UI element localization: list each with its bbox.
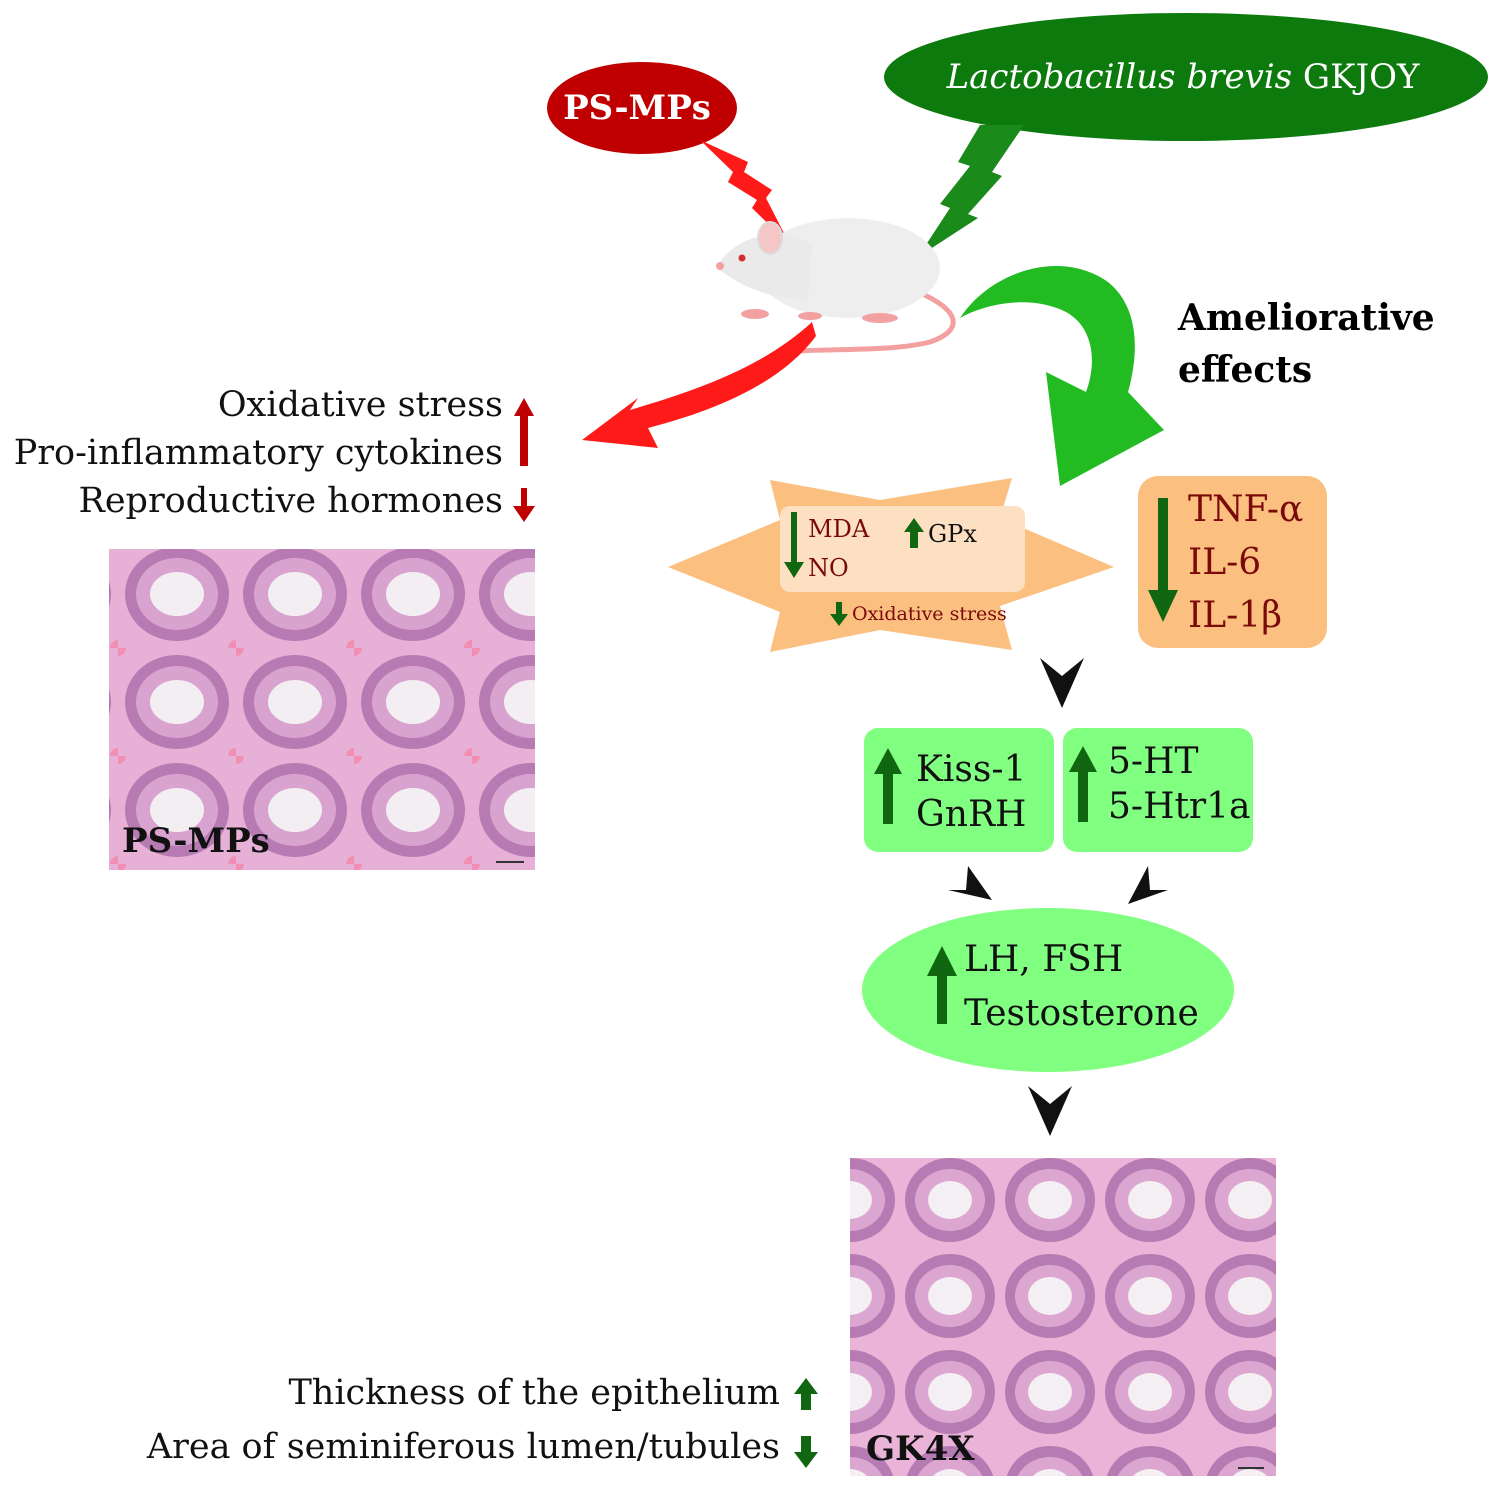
probiotic-lightning-icon [918,125,1024,257]
toxin-effect-oxidative: Oxidative stress [218,385,503,425]
arrowhead-to-signaling [1040,658,1084,708]
cytokine-il6: IL-6 [1188,542,1261,583]
histology-label-treated: GK4X [866,1429,975,1469]
outcomes-list: Thickness of the epithelium Area of semi… [146,1373,818,1468]
serotonin-label: 5-HT [1108,741,1198,782]
kiss-up-arrow-icon [874,748,902,824]
outcome-up-arrow-icon [794,1378,818,1410]
cytokine-down-arrow-icon [1148,498,1178,622]
testosterone-label: Testosterone [964,993,1199,1034]
mda-label: MDA [808,515,870,543]
arrowhead-serotonin-to-hormones [1128,866,1168,904]
rat-icon [716,218,956,355]
toxin-effects-list: Oxidative stress Pro-inflammatory cytoki… [14,385,535,522]
ameliorative-arrow [960,265,1164,486]
serotonin-up-arrow-icon [1069,746,1097,822]
histology-label-toxin: PS-MPs [122,821,270,861]
htr1a-label: 5-Htr1a [1108,786,1251,827]
arrowhead-to-histology [1028,1086,1072,1136]
outcome-epithelium: Thickness of the epithelium [288,1373,780,1413]
toxin-effect-hormones: Reproductive hormones [78,481,503,521]
ameliorative-title-line2: effects [1178,349,1312,391]
outcome-down-arrow-icon [794,1436,818,1468]
cytokine-box: TNF-α IL-6 IL-1β [1138,476,1327,648]
gpx-up-arrow-icon [904,518,924,548]
ameliorative-title-line1: Ameliorative [1177,297,1435,339]
oxidative-down-arrow-icon [830,602,848,626]
outcome-lumen: Area of seminiferous lumen/tubules [146,1427,780,1467]
oxidative-caption: Oxidative stress [852,603,1007,625]
probiotic-label: Lactobacillus brevis GKJOY [946,57,1420,97]
cytokine-il1b: IL-1β [1188,595,1282,636]
toxin-effect-arrow [582,322,816,448]
gpx-label: GPx [928,520,977,548]
probiotic-species: Lactobacillus brevis [946,57,1293,97]
histology-image-toxin: PS-MPs [109,549,535,870]
kiss-gnrh-box: Kiss-1 GnRH [864,728,1054,852]
probiotic-bubble: Lactobacillus brevis GKJOY [884,13,1488,141]
oxidative-stress-box: MDA NO GPx Oxidative stress [668,478,1114,652]
no-label: NO [808,554,849,582]
lh-fsh-label: LH, FSH [964,939,1123,980]
kiss-label: Kiss-1 [916,749,1026,790]
toxin-effect-cytokines: Pro-inflammatory cytokines [14,433,503,473]
arrowhead-kiss-to-hormones [948,866,992,900]
toxin-lightning-icon [700,140,790,245]
gnrh-label: GnRH [916,794,1026,835]
toxin-label: PS-MPs [563,88,711,128]
cytokine-tnf: TNF-α [1188,489,1303,530]
toxin-up-arrow-icon [514,398,534,466]
probiotic-strain: GKJOY [1303,57,1420,97]
toxin-bubble: PS-MPs [547,62,737,154]
toxin-down-arrow-icon [513,488,535,522]
mda-no-down-arrow-icon [784,512,804,578]
hormone-ellipse: LH, FSH Testosterone [862,908,1234,1072]
serotonin-box: 5-HT 5-Htr1a [1063,728,1253,852]
hormone-up-arrow-icon [927,946,957,1024]
histology-image-treated: GK4X [850,1158,1276,1476]
